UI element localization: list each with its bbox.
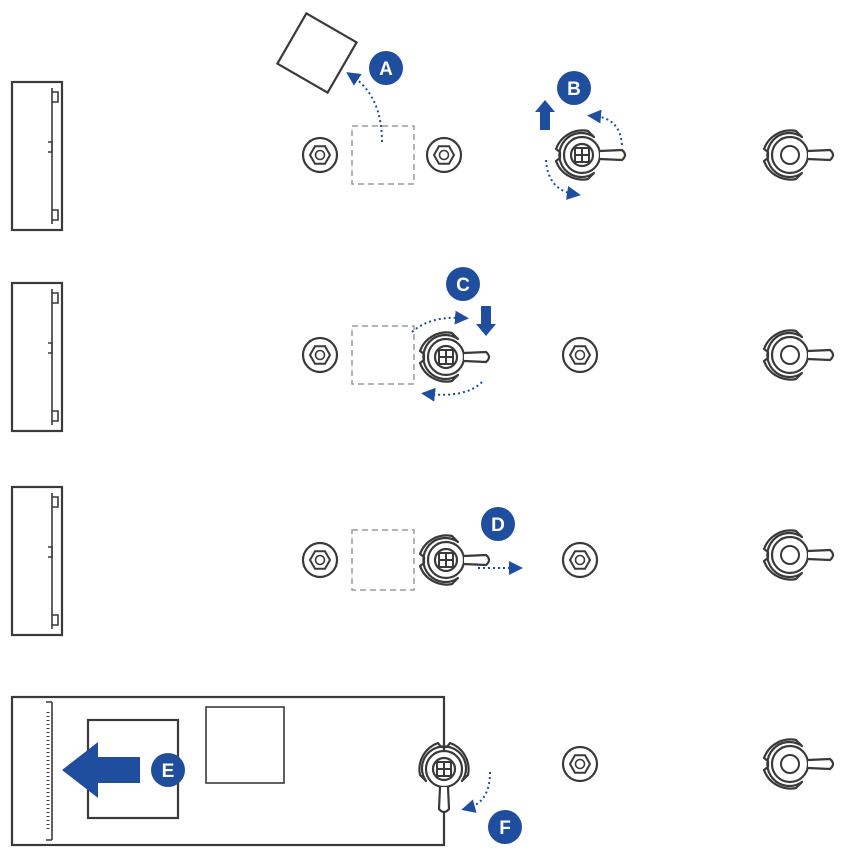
rotate-arrow-icon xyxy=(545,159,581,200)
step-badge-f: F xyxy=(488,810,522,844)
step-label: E xyxy=(162,761,175,782)
standoff-nut-icon xyxy=(561,745,599,783)
step-badge-b: B xyxy=(557,71,591,105)
insert-arrow-icon xyxy=(62,742,140,798)
row-2 xyxy=(10,281,835,433)
step-label: F xyxy=(499,818,511,839)
step-badge-d: D xyxy=(481,507,515,541)
remove-arrow-icon xyxy=(346,72,383,143)
cover-outline xyxy=(351,325,415,385)
standoff-nut-icon xyxy=(561,336,599,374)
latch-icon xyxy=(556,130,625,179)
step-badge-c: C xyxy=(446,267,480,301)
m2-slot-connector-icon xyxy=(10,80,64,232)
rotate-arrow-icon xyxy=(421,381,483,402)
rotate-arrow-icon xyxy=(461,771,491,813)
standoff-nut-icon xyxy=(301,336,339,374)
cover-outline xyxy=(351,529,415,591)
step-label: C xyxy=(456,275,470,296)
rotate-arrow-icon xyxy=(587,109,623,146)
row-3 xyxy=(10,485,835,637)
row-4 xyxy=(10,695,835,847)
down-arrow-icon xyxy=(481,306,491,326)
standoff-nut-icon xyxy=(425,136,463,174)
up-arrow-icon xyxy=(540,110,550,130)
memory-chip xyxy=(205,706,285,784)
rotate-arrow-icon xyxy=(411,310,469,333)
latch-icon xyxy=(420,535,489,584)
standoff-nut-icon xyxy=(301,136,339,174)
standoff-nut-icon xyxy=(561,541,599,579)
m2-slot-connector-icon xyxy=(10,281,64,433)
latch-icon xyxy=(762,529,835,581)
step-label: A xyxy=(379,59,393,80)
step-badge-e: E xyxy=(151,753,185,787)
step-badge-a: A xyxy=(369,51,403,85)
latch-icon xyxy=(420,332,489,381)
latch-icon xyxy=(762,329,835,381)
m2-slot-connector-icon xyxy=(10,485,64,637)
step-label: D xyxy=(491,515,505,536)
latch-icon xyxy=(762,129,835,181)
row-1 xyxy=(10,11,835,232)
step-label: B xyxy=(567,79,581,100)
cover-outline xyxy=(351,125,415,185)
standoff-nut-icon xyxy=(301,541,339,579)
latch-icon xyxy=(762,738,835,790)
cover-plate-icon xyxy=(275,11,359,95)
